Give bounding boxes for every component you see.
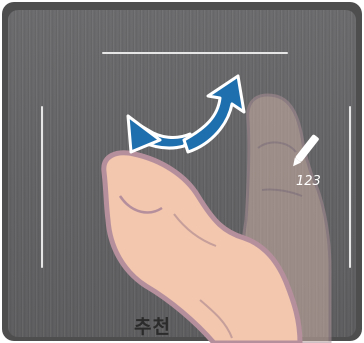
pen-label: 123 (296, 174, 321, 189)
swipe-arrow-icon (128, 76, 244, 152)
